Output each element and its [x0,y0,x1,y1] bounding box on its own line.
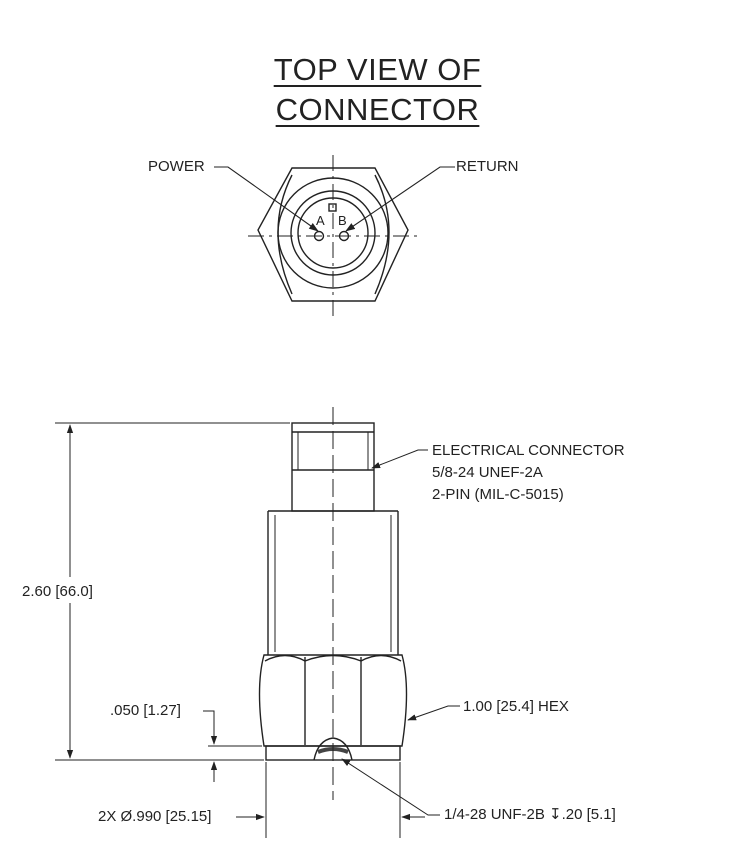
hex-chamfer-arc-left [264,654,306,662]
return-leader [345,166,455,232]
thread-spec-label: 5/8-24 UNEF-2A [432,464,543,481]
pin-a-label: A [316,213,325,228]
gap-leader [203,710,218,745]
hex-chamfer-right [374,174,390,295]
hex-chamfer-arc-right [360,654,402,662]
power-leader [214,166,319,232]
return-label: RETURN [456,158,519,175]
hex-outline [257,167,409,302]
top-view [214,155,455,320]
side-view [258,407,408,800]
mount-callout-leader [341,758,440,816]
pin-spec-label: 2-PIN (MIL-C-5015) [432,486,564,503]
pin-b-label: B [338,213,347,228]
hex-callout-leader [407,705,460,721]
drawing-title-line-1: TOP VIEW OF [273,52,482,87]
connector-key [328,203,337,212]
mount-thread-callout: 1/4-28 UNF-2B ↧.20 [5.1] [444,806,616,823]
mount-hole-outline [313,737,353,761]
dimension-lines [55,422,460,838]
diameter-dimension: 2X Ø.990 [25.15] [98,808,212,825]
overall-height-dimension: 2.60 [66.0] [22,583,93,600]
electrical-connector-label: ELECTRICAL CONNECTOR [432,442,625,459]
hex-size-callout: 1.00 [25.4] HEX [463,698,569,715]
connector-callout-leader [371,449,428,469]
base-gap-dimension: .050 [1.27] [110,702,181,719]
power-label: POWER [148,158,205,175]
drawing-title-line-2: CONNECTOR [275,92,480,127]
